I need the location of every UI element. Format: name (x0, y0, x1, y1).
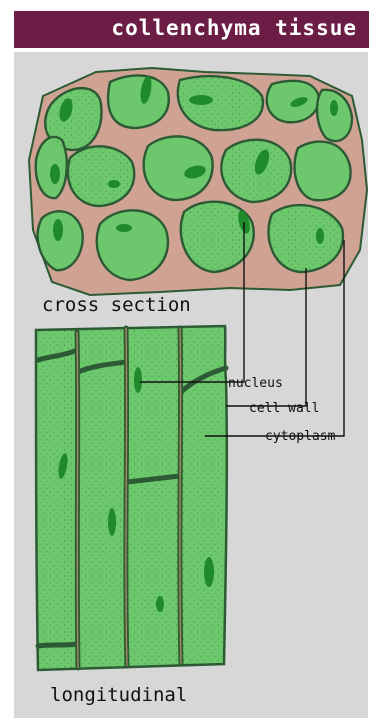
cross-section-caption: cross section (42, 294, 191, 316)
nucleus-shape (108, 508, 116, 536)
nucleus-shape (134, 367, 142, 393)
nucleus-shape (50, 164, 60, 184)
wall-highlight (77, 332, 78, 668)
cross-section-view (29, 68, 367, 295)
longitudinal-caption: longitudinal (50, 684, 187, 706)
longitudinal-view (36, 326, 227, 670)
nucleus-shape (108, 180, 120, 188)
nucleus-shape (204, 557, 214, 587)
nucleus-shape (156, 596, 164, 612)
cell (295, 142, 351, 201)
cell (97, 210, 168, 280)
nucleus-label: nucleus (228, 376, 283, 391)
nucleus-shape (330, 100, 338, 116)
nucleus-shape (53, 219, 63, 241)
nucleus-shape (189, 95, 213, 105)
wall-highlight (126, 328, 127, 666)
cell (108, 75, 169, 128)
nucleus-shape (116, 224, 132, 232)
cell-wall-label: cell wall (249, 401, 319, 416)
nucleus-shape (316, 228, 324, 244)
cell-wall-line (38, 644, 78, 646)
cytoplasm-label: cytoplasm (265, 429, 336, 444)
